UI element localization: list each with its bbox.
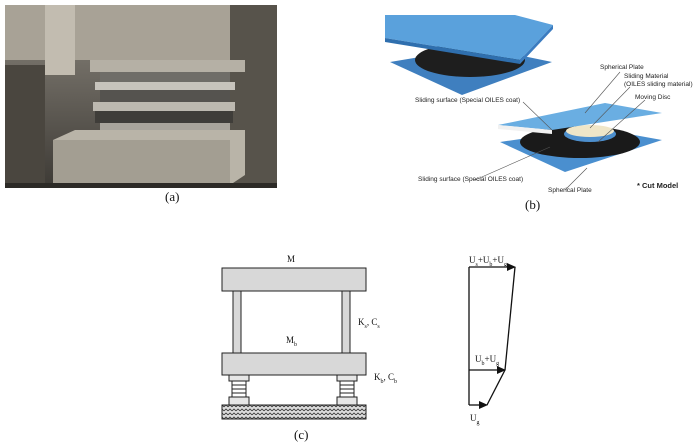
ground [221, 404, 367, 420]
label-sliding-surface-bottom: Sliding surface (Special OILES coat) [418, 176, 524, 183]
left-isolator [228, 374, 250, 406]
label-sliding-material-sub: (OILES sliding material) [624, 81, 693, 88]
right-isolator [336, 374, 358, 406]
base-slab [221, 352, 367, 376]
label-cut-model: * Cut Model [637, 181, 679, 190]
label-ks-cs: Ks, Cs [358, 317, 380, 330]
label-kb-cb: Kb, Cb [374, 372, 398, 385]
caption-a: (a) [165, 189, 180, 204]
superstructure-slab [221, 267, 367, 292]
label-sliding-material: Sliding Material [624, 73, 669, 80]
arrowhead-mid [497, 366, 506, 374]
bearing-installation-photo [5, 5, 277, 188]
label-moving-disc: Moving Disc [635, 94, 671, 101]
label-mass-mb: Mb [286, 335, 298, 348]
arrowhead-bottom [479, 401, 488, 409]
right-column [341, 290, 351, 354]
caption-c: (c) [294, 427, 309, 442]
label-disp-ground: Ug [470, 413, 480, 426]
arrowhead-top [507, 263, 516, 271]
label-sliding-surface-top: Sliding surface (Special OILES coat) [415, 97, 521, 104]
label-spherical-plate-top: Spherical Plate [600, 64, 644, 71]
label-disp-top: Us+Ub+Ug [469, 255, 507, 268]
label-mass-m: M [287, 254, 296, 264]
spherical-bearing-illustration [385, 15, 662, 191]
left-column [232, 290, 242, 354]
caption-b: (b) [525, 197, 541, 212]
label-spherical-plate-bottom: Spherical Plate [548, 187, 592, 194]
label-disp-mid: Ub+Ug [475, 354, 500, 367]
displacement-profile [468, 266, 516, 406]
